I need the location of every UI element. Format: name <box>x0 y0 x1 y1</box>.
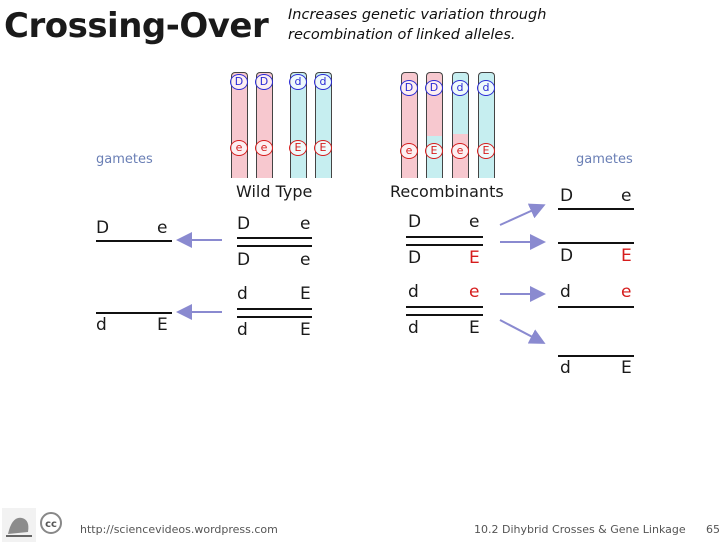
cc-icon: cc <box>40 512 62 534</box>
recomb-gamete-1-e: e <box>621 186 632 206</box>
recomb-gamete-2-E: E <box>621 246 632 266</box>
wild-pair-2-line-top <box>237 308 312 310</box>
recomb-pair-2-bottom-d: d <box>408 318 419 338</box>
recomb-pair-1-line-top <box>406 236 483 238</box>
wild-gamete-1-e: e <box>157 218 168 238</box>
wild-type-label: Wild Type <box>236 182 313 201</box>
recomb-gamete-4-E: E <box>621 358 632 378</box>
recomb-pair-1-top-D: D <box>408 212 422 232</box>
wild-pair-2-bottom-d: d <box>237 320 248 340</box>
recomb-allele-e-1: e <box>400 143 418 159</box>
recomb-pair-1-bottom-E: E <box>469 248 480 268</box>
wild-pair-2-top-d: d <box>237 284 248 304</box>
wild-allele-e-2: e <box>255 140 273 156</box>
wild-pair-1-bottom-e: e <box>300 250 311 270</box>
recomb-allele-E-1: E <box>425 143 443 159</box>
wild-gamete-2-line <box>96 312 172 314</box>
wild-pair-2-bottom-E: E <box>300 320 311 340</box>
recomb-allele-D-2: D <box>425 80 443 96</box>
recomb-gamete-3-d: d <box>560 282 571 302</box>
wild-pair-2-line-bottom <box>237 316 312 318</box>
wild-pair-1-line-bottom <box>237 245 312 247</box>
wild-allele-e-1: e <box>230 140 248 156</box>
arrow-recomb-1 <box>499 203 546 226</box>
recomb-gamete-2-D: D <box>560 246 574 266</box>
gametes-label-left: gametes <box>96 152 153 167</box>
recomb-allele-E-2: E <box>477 143 495 159</box>
recomb-pair-2-line-top <box>406 306 483 308</box>
wild-pair-1-bottom-D: D <box>237 250 251 270</box>
gametes-label-right: gametes <box>576 152 633 167</box>
wild-pair-2-top-E: E <box>300 284 311 304</box>
wild-pair-1-line-top <box>237 237 312 239</box>
wild-allele-D-2: D <box>255 74 273 90</box>
footer-url[interactable]: http://sciencevideos.wordpress.com <box>80 523 278 536</box>
wild-allele-d-1: d <box>289 74 307 90</box>
recomb-pair-1-line-bottom <box>406 244 483 246</box>
recomb-gamete-2-line <box>558 242 634 244</box>
recomb-pair-2-top-d: d <box>408 282 419 302</box>
recomb-pair-2-top-e: e <box>469 282 480 302</box>
wild-allele-E-2: E <box>314 140 332 156</box>
recombinants-label: Recombinants <box>390 182 504 201</box>
recomb-pair-1-top-e: e <box>469 212 480 232</box>
slide-title: Crossing-Over <box>4 6 269 46</box>
recomb-allele-e-2: e <box>451 143 469 159</box>
recomb-gamete-3-line <box>558 306 634 308</box>
arrow-recomb-4 <box>499 319 546 344</box>
slide-subtitle: Increases genetic variation through reco… <box>288 7 547 43</box>
recomb-allele-d-1: d <box>451 80 469 96</box>
wild-gamete-2-E: E <box>157 315 168 335</box>
logo-icon <box>2 508 36 542</box>
recomb-gamete-1-line <box>558 208 634 210</box>
footer-course: 10.2 Dihybrid Crosses & Gene Linkage <box>474 523 686 536</box>
page-number: 65 <box>706 523 720 536</box>
wild-gamete-1-line <box>96 240 172 242</box>
recomb-pair-1-bottom-D: D <box>408 248 422 268</box>
recomb-allele-d-2: d <box>477 80 495 96</box>
recomb-gamete-3-e: e <box>621 282 632 302</box>
recomb-gamete-1-D: D <box>560 186 574 206</box>
wild-allele-E-1: E <box>289 140 307 156</box>
wild-pair-1-top-e: e <box>300 214 311 234</box>
wild-pair-1-top-D: D <box>237 214 251 234</box>
recomb-pair-2-bottom-E: E <box>469 318 480 338</box>
recomb-allele-D-1: D <box>400 80 418 96</box>
recomb-pair-2-line-bottom <box>406 314 483 316</box>
recomb-gamete-4-line <box>558 355 634 357</box>
recomb-gamete-4-d: d <box>560 358 571 378</box>
wild-gamete-2-d: d <box>96 315 107 335</box>
wild-allele-d-2: d <box>314 74 332 90</box>
wild-gamete-1-D: D <box>96 218 110 238</box>
wild-allele-D-1: D <box>230 74 248 90</box>
